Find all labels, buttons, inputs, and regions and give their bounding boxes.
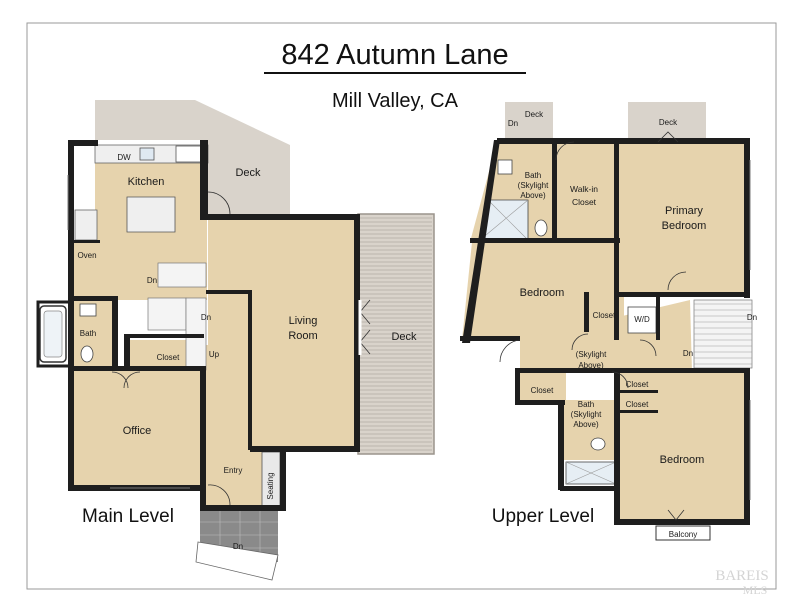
label-closet-left: Closet bbox=[531, 386, 554, 395]
label-seating: Seating bbox=[266, 472, 275, 499]
label-bath-bottom-2: (Skylight bbox=[571, 410, 602, 419]
label-deck-upper-right: Deck bbox=[659, 118, 678, 127]
label-entry: Entry bbox=[224, 466, 243, 475]
label-bath-main: Bath bbox=[80, 329, 96, 338]
label-kitchen: Kitchen bbox=[128, 176, 165, 188]
label-bath-bottom-3: Above) bbox=[573, 420, 599, 429]
deck-upper-left-area bbox=[505, 102, 553, 142]
label-walkin-1: Walk-in bbox=[570, 184, 598, 194]
label-walkin-2: Closet bbox=[572, 197, 597, 207]
label-living-room-2: Room bbox=[288, 330, 317, 342]
label-dn-upper-right: Dn bbox=[747, 313, 757, 322]
bath-lower-floor bbox=[562, 400, 620, 460]
main-level-label: Main Level bbox=[82, 506, 174, 527]
label-skylight-hall-2: Above) bbox=[578, 361, 604, 370]
label-office: Office bbox=[123, 425, 152, 437]
deck-upper-right-area bbox=[628, 102, 706, 142]
entry-floor bbox=[204, 345, 264, 510]
label-skylight-hall-1: (Skylight bbox=[576, 350, 607, 359]
label-bath-bottom-1: Bath bbox=[578, 400, 594, 409]
balcony-area bbox=[655, 525, 711, 541]
sink-upper-icon bbox=[497, 159, 513, 175]
closet-r1-floor bbox=[618, 374, 656, 392]
label-deck-upper-left: Deck bbox=[525, 110, 544, 119]
closet-left-floor bbox=[518, 372, 566, 402]
upper-doors bbox=[499, 131, 687, 521]
bedroom-left-floor bbox=[462, 242, 617, 340]
label-dn-stair: Dn bbox=[201, 313, 211, 322]
label-up-stair: Up bbox=[209, 350, 220, 359]
label-closet-mid: Closet bbox=[593, 311, 616, 320]
toilet-upper-icon bbox=[534, 219, 548, 237]
toilet-lower-icon bbox=[590, 437, 606, 451]
label-dn-entry: Dn bbox=[233, 542, 243, 551]
office-floor bbox=[72, 370, 204, 485]
main-stairs-kitchen bbox=[157, 262, 207, 288]
svg-text:BAREIS: BAREIS bbox=[715, 568, 768, 584]
sink-icon bbox=[139, 147, 155, 161]
label-bedroom-left: Bedroom bbox=[520, 287, 565, 299]
label-bedroom-right: Bedroom bbox=[660, 454, 705, 466]
label-closet-r2: Closet bbox=[626, 400, 649, 409]
label-bath-top-3: Above) bbox=[520, 191, 546, 200]
upper-stair-treads bbox=[694, 303, 752, 365]
washer-dryer-box bbox=[627, 306, 657, 334]
walkin-closet-floor bbox=[555, 142, 617, 242]
closet-r2-floor bbox=[618, 394, 656, 412]
upper-level-plan: Deck Dn Deck Bath (Skylight Above) Walk-… bbox=[460, 102, 757, 541]
label-dn-kitchen: Dn bbox=[147, 276, 157, 285]
label-dn-upper-deck: Dn bbox=[508, 119, 518, 128]
main-windows bbox=[67, 175, 190, 489]
label-closet-r1: Closet bbox=[626, 380, 649, 389]
svg-text:MLS: MLS bbox=[743, 583, 768, 597]
stove-icon bbox=[175, 145, 203, 163]
label-primary-1: Primary bbox=[665, 205, 703, 217]
label-bath-top-1: Bath bbox=[525, 171, 541, 180]
toilet-icon bbox=[80, 345, 94, 363]
label-closet-main: Closet bbox=[157, 353, 180, 362]
label-deck-top: Deck bbox=[235, 167, 261, 179]
kitchen-island bbox=[126, 196, 176, 233]
label-oven: Oven bbox=[77, 251, 96, 260]
label-dw: DW bbox=[117, 153, 131, 162]
primary-bedroom-floor bbox=[617, 142, 747, 292]
plan-title: 842 Autumn Lane bbox=[281, 39, 508, 71]
label-deck-right: Deck bbox=[391, 331, 417, 343]
label-bath-top-2: (Skylight bbox=[518, 181, 549, 190]
upper-level-label: Upper Level bbox=[492, 506, 594, 527]
main-stairs-dn bbox=[147, 297, 187, 331]
sheet-border bbox=[26, 22, 777, 590]
plan-subtitle: Mill Valley, CA bbox=[332, 90, 459, 112]
deck-top-area bbox=[95, 100, 290, 218]
label-primary-2: Bedroom bbox=[662, 220, 707, 232]
bareis-mls-logo: BAREIS MLS bbox=[715, 568, 768, 597]
bath-sink-icon bbox=[79, 303, 97, 317]
deck-right-boards bbox=[360, 217, 432, 451]
label-living-room-1: Living bbox=[289, 315, 318, 327]
upper-level-walls bbox=[460, 138, 750, 525]
label-wd: W/D bbox=[634, 315, 650, 324]
main-level-plan: DW Deck Kitchen Oven Dn Bath Dn Up Close… bbox=[36, 100, 435, 581]
label-balcony: Balcony bbox=[669, 530, 697, 539]
label-dn-hall: Dn bbox=[683, 349, 693, 358]
oven-area bbox=[70, 240, 100, 300]
